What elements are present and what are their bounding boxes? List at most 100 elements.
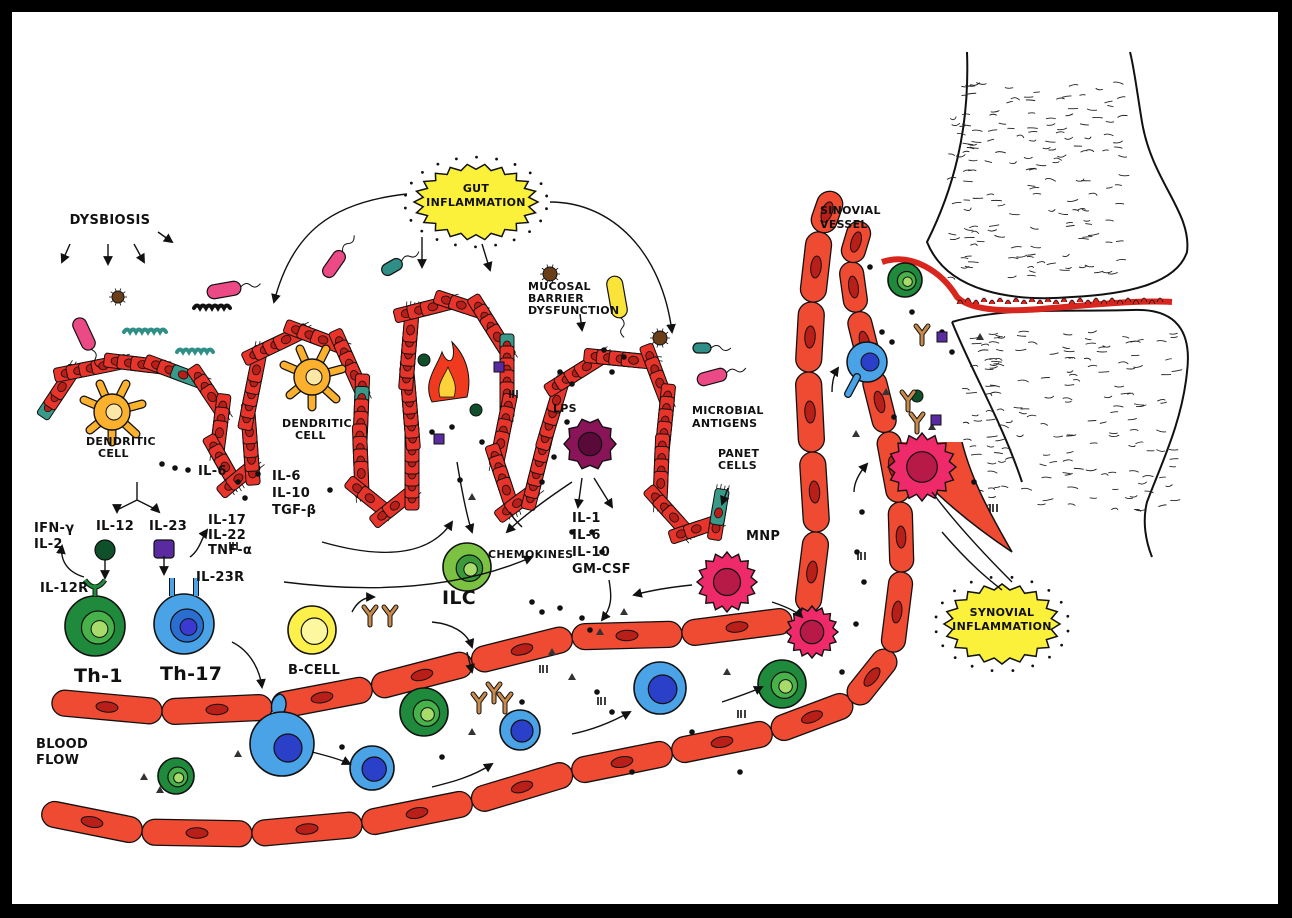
cytokine-dot — [539, 609, 545, 615]
lps-label: LPS — [553, 402, 577, 415]
synovial-inflammation-label-1: SYNOVIAL — [970, 606, 1035, 619]
il23-square — [494, 362, 504, 372]
endothelial-cell — [469, 624, 575, 674]
cytokine-dot — [539, 479, 545, 485]
cytokine-dot — [891, 414, 897, 420]
cytokine-dot — [449, 424, 455, 430]
il23-square — [931, 415, 941, 425]
arrow-th1-cytokines — [62, 546, 84, 577]
endothelial-cell — [680, 607, 793, 647]
cytokine-dot — [242, 495, 248, 501]
cytokine-dot — [529, 599, 535, 605]
blood-th17-cell — [500, 710, 540, 750]
il17-triangle — [620, 608, 628, 615]
cytokine-dot — [569, 381, 575, 387]
il23r-label: IL-23R — [196, 570, 244, 585]
sinovial-vessel-label-2: VESSEL — [820, 218, 868, 231]
cytokine-dot — [879, 329, 885, 335]
dendritic-cell-left — [84, 384, 142, 442]
th17-label: Th-17 — [160, 663, 222, 685]
cytokine-dot — [564, 419, 570, 425]
synovial-vessel-left-wall — [794, 188, 846, 614]
il12-dot — [418, 354, 430, 366]
microbial-antigens-label-1: MICROBIAL — [692, 404, 764, 417]
arrow-dc-split — [117, 482, 157, 510]
antibody — [916, 326, 928, 344]
il6-mid-label: IL-6 — [272, 469, 301, 484]
il17-triangle — [234, 750, 242, 757]
il12-molecule — [95, 540, 115, 560]
il10-mid-label: IL-10 — [272, 486, 310, 501]
cytokine-dot — [861, 579, 867, 585]
cytokine-dot — [579, 615, 585, 621]
mnp-cell-transmigrating — [786, 606, 838, 658]
macrophage-lps — [564, 419, 616, 468]
sinovial-vessel-label-1: SINOVIAL — [820, 204, 881, 217]
il22-bars — [598, 697, 605, 705]
dendritic-cell-left-label-2: CELL — [98, 447, 129, 460]
il22-bars — [738, 710, 745, 718]
arrow-dysbiosis-4 — [158, 232, 172, 242]
antibody — [499, 694, 511, 712]
il23-square — [434, 434, 444, 444]
paneth-cells-label-2: CELLS — [718, 459, 757, 472]
mnp-label: MNP — [746, 529, 780, 544]
mucosal-label-3: DYSFUNCTION — [528, 304, 619, 317]
cytokine-dot — [235, 479, 241, 485]
arrow-mnp-left — [634, 585, 692, 595]
cytokine-dot — [185, 467, 191, 473]
il17-triangle — [723, 668, 731, 675]
arrow-flow-4 — [722, 687, 762, 702]
bacterium-rod — [696, 362, 748, 387]
endothelial-cell — [572, 621, 683, 650]
gut-inflammation-label-2: INFLAMMATION — [426, 196, 526, 209]
cytokine-dot — [853, 621, 859, 627]
endothelial-cell — [669, 719, 774, 764]
b-cell — [288, 606, 336, 654]
endothelial-cell — [880, 571, 914, 654]
dendritic-cell-mid — [284, 349, 342, 407]
antibody — [384, 607, 396, 625]
endothelial-cell — [39, 799, 144, 844]
cytokine-dot — [859, 509, 865, 515]
arrow-th17-cytokines — [190, 530, 207, 557]
diagram-canvas: GUT INFLAMMATION SYNOVIAL INFLAMMATION — [12, 12, 1278, 904]
tgfb-mid-label: TGF-β — [272, 503, 316, 518]
endothelial-cell — [51, 689, 163, 725]
antibody — [902, 392, 914, 410]
arrow-cytokines-to-ilc — [322, 522, 452, 552]
arrow-flow-2 — [432, 764, 492, 787]
arrow-gut-to-dendritic — [274, 194, 407, 302]
endothelial-cell — [842, 644, 902, 710]
endothelial-cell — [359, 789, 474, 836]
bacterium-rod — [206, 277, 262, 300]
b-cell-label: B-CELL — [288, 663, 340, 678]
mnp-cell — [697, 552, 757, 612]
endothelial-cell — [838, 260, 869, 313]
endothelial-cell — [569, 739, 674, 784]
antibody — [473, 694, 485, 712]
gut-inflammation-label-1: GUT — [463, 182, 490, 195]
bacterium-rod-teal — [693, 343, 731, 353]
synovial-inflammation-label-2: INFLAMMATION — [952, 620, 1052, 633]
labels: DYSBIOSIS MUCOSAL BARRIER DYSFUNCTION LP… — [34, 204, 881, 768]
cytokine-dot — [629, 769, 635, 775]
endothelial-cell — [794, 530, 830, 613]
endothelial-cell — [799, 231, 833, 304]
il17-triangle — [852, 430, 860, 437]
cytokine-dot — [255, 471, 261, 477]
arrow-to-synovium-1 — [832, 368, 838, 392]
cytokine-dot — [557, 369, 563, 375]
endothelial-cell — [799, 451, 830, 533]
cytokine-dot — [949, 349, 955, 355]
blood-t-cell — [758, 660, 806, 708]
cytokine-dot — [689, 729, 695, 735]
microbial-antigens-label-2: ANTIGENS — [692, 417, 757, 430]
bacterium-spirochete — [124, 330, 166, 333]
antibody — [911, 414, 923, 432]
arrow-gut-down-2 — [482, 244, 490, 270]
blood-t-cell — [400, 688, 448, 736]
il12r-label: IL-12R — [40, 581, 88, 596]
ilc-label: ILC — [442, 587, 476, 609]
